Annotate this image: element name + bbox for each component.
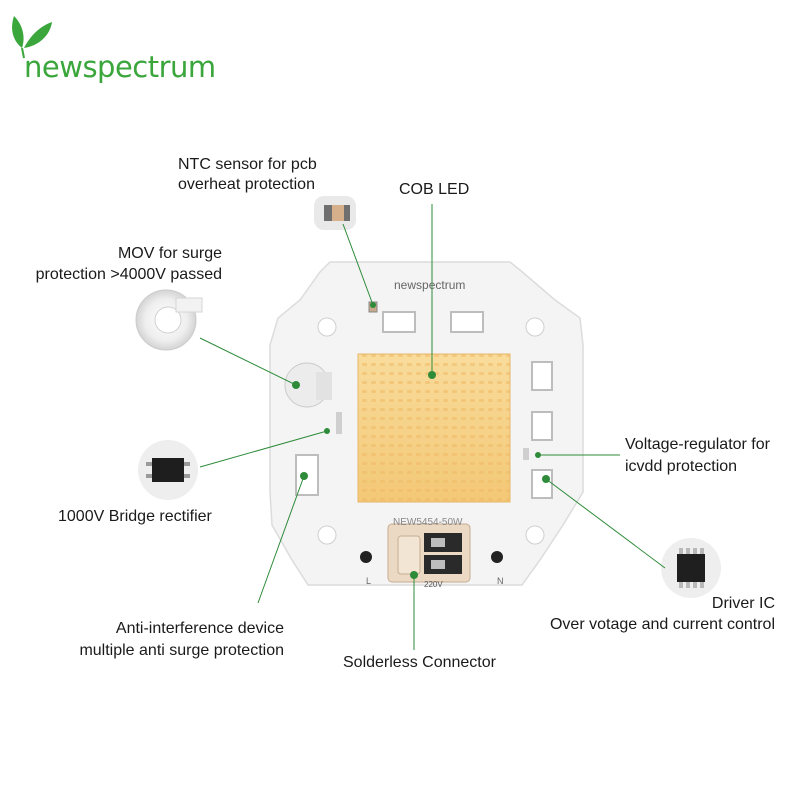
mov-label-1: MOV for surge (117, 245, 222, 262)
ntc-label-1: NTC sensor for pcb (178, 156, 317, 173)
board-logo-text: newspectrum (394, 278, 466, 292)
driver-label-1: Driver IC (711, 595, 775, 612)
bridge-label: 1000V Bridge rectifier (58, 508, 212, 525)
bridge-thumbnail (138, 440, 198, 500)
leader-lines (199, 204, 666, 650)
leader-dots (292, 302, 550, 579)
voltage-label-1: Voltage-regulator for (625, 436, 770, 453)
brand-name: newspectrum (24, 50, 216, 84)
board-model: NEW5454-50W (393, 517, 463, 528)
ntc-label-2: overheat protection (178, 176, 315, 193)
terminal-n: N (497, 576, 504, 586)
ntc-thumbnail (314, 196, 356, 230)
cob-led (357, 353, 511, 503)
mov-label-2: protection >4000V passed (35, 266, 222, 283)
board-voltage: 220V (424, 580, 443, 589)
driver-thumbnail (661, 538, 721, 598)
anti-label-2: multiple anti surge protection (79, 642, 284, 659)
leaf-logo-icon (12, 16, 52, 59)
voltage-label-2: icvdd protection (625, 458, 738, 475)
mov-thumbnail (135, 289, 203, 351)
connector (387, 523, 471, 583)
cob-label: COB LED (399, 181, 470, 198)
connector-label: Solderless Connector (343, 654, 496, 671)
driver-label-2: Over votage and current control (549, 616, 775, 633)
terminal-l: L (366, 576, 372, 586)
anti-label-1: Anti-interference device (115, 620, 284, 637)
